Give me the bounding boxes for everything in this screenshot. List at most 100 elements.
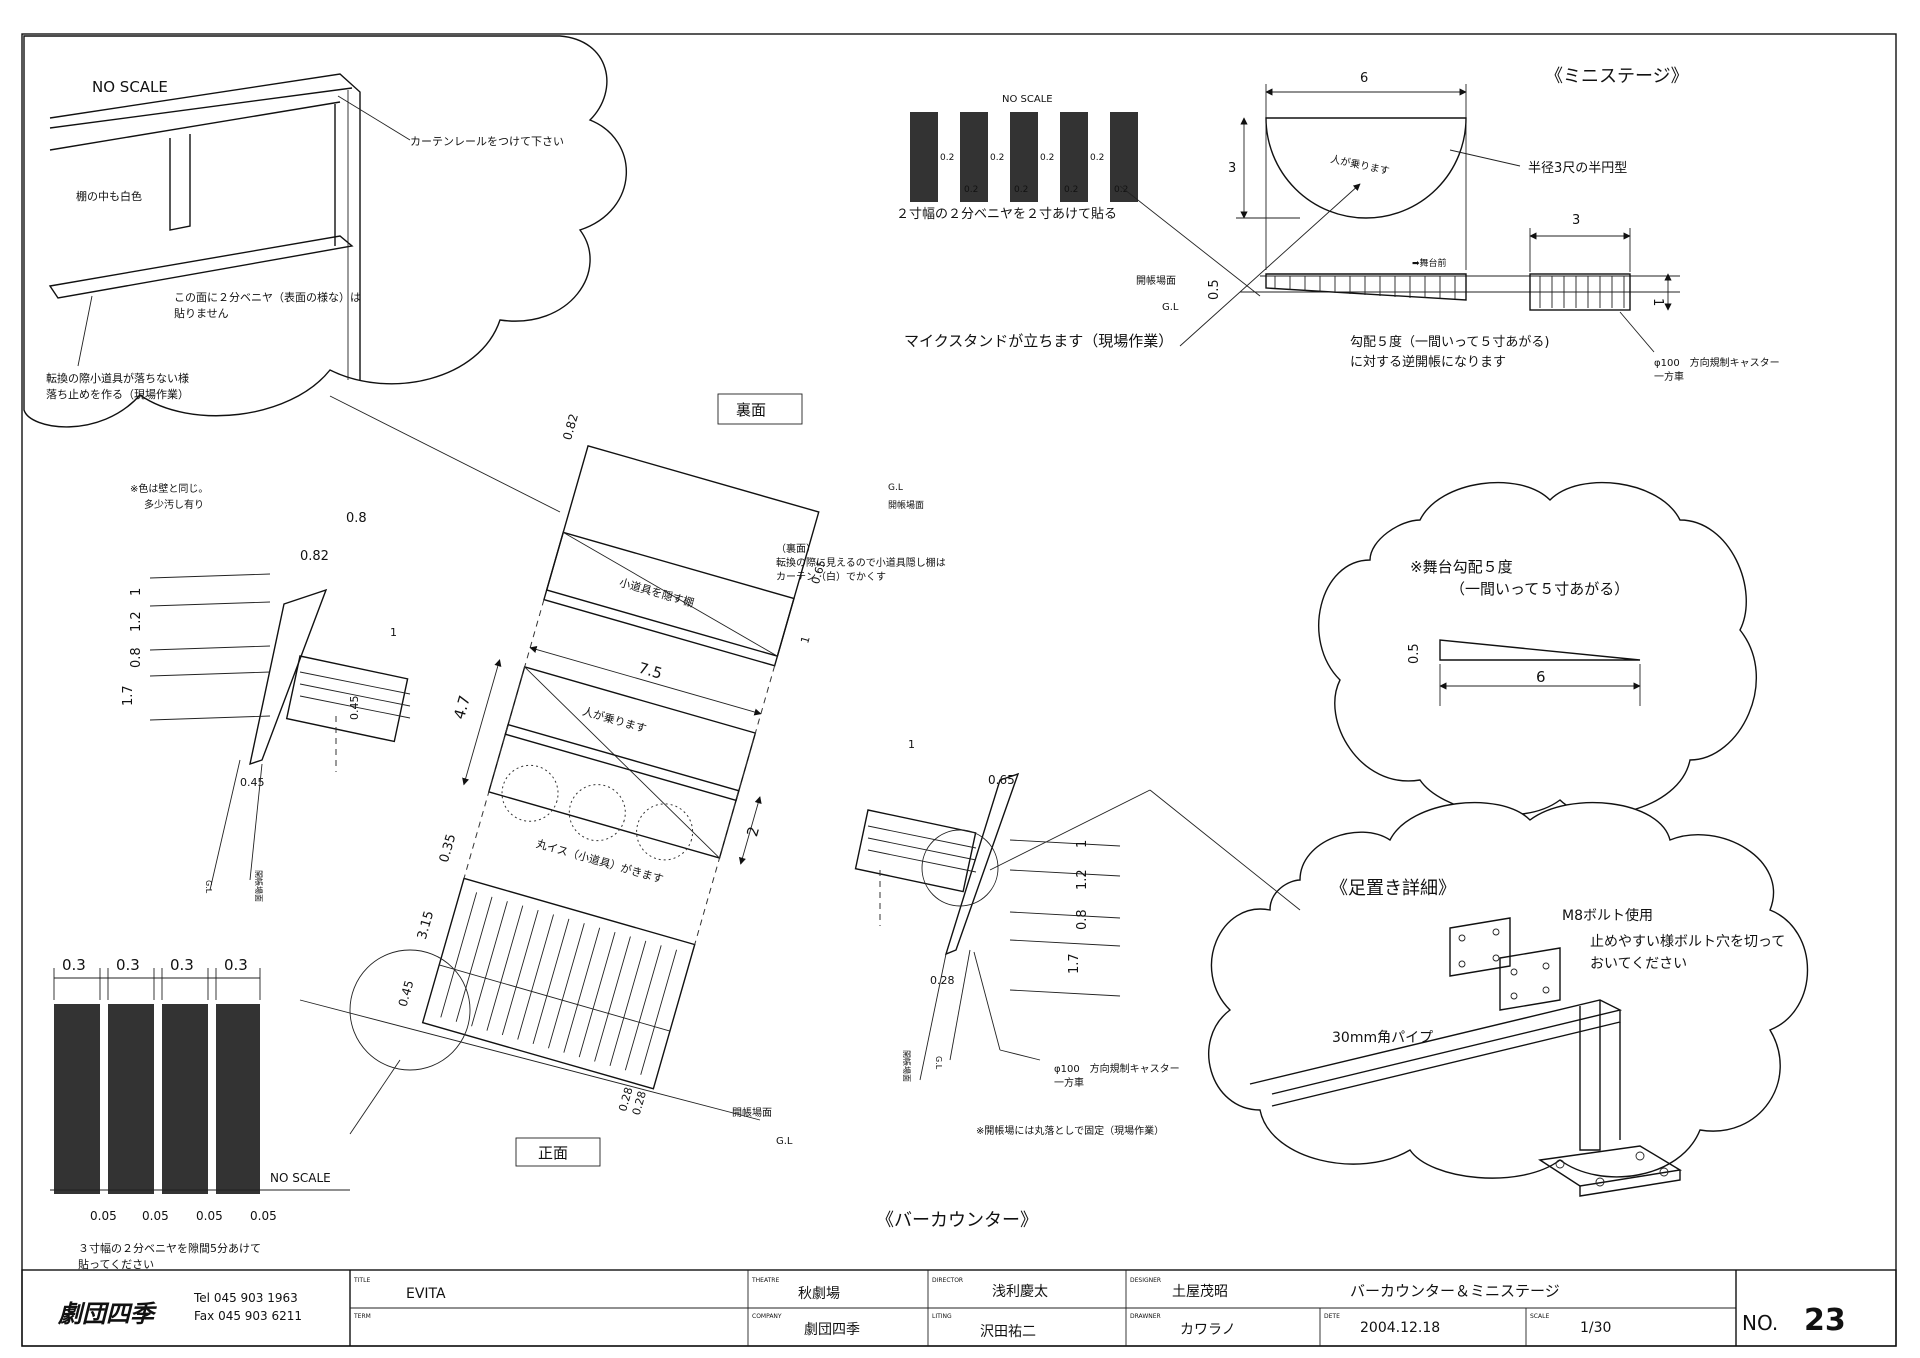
dim-height-3: 3: [1228, 161, 1236, 176]
curtain-note-3: カーテン（白）でかくす: [776, 570, 886, 583]
back-kaichoba: 開帳場面: [888, 499, 924, 511]
curtain-note-1: （裏面）: [776, 542, 816, 555]
title-block: 劇団四季 Tel 045 903 1963 Fax 045 903 6211 T…: [21, 1269, 1897, 1347]
slope-note-1: 勾配５度（一間いって５寸あがる): [1350, 334, 1549, 350]
hidden-shelf-label: 小道具を隠す棚: [618, 575, 696, 610]
r-dim-1-2: 1.2: [1075, 869, 1090, 890]
l-dim-1-2: 1.2: [129, 611, 144, 632]
l-dim-1-7: 1.7: [121, 685, 136, 706]
dim-1-back: 1: [798, 635, 812, 645]
l-kaichoba: 開帳場面: [254, 870, 264, 902]
dim-0-28-front: 0.28: [616, 1086, 635, 1113]
stripe: [108, 1004, 154, 1194]
color-note-1: ※色は壁と同じ。: [130, 482, 208, 495]
bar-counter-heading: 《バーカウンター》: [876, 1210, 1038, 1231]
back-face-label: 裏面: [736, 401, 766, 419]
shelf-detail-cloud: NO SCALE カーテンレールをつけて下さい 棚の中も白色 この面に２分ベニヤ…: [23, 35, 627, 428]
l-gl: G.L: [204, 880, 213, 894]
sheet-no-label: NO.: [1742, 1311, 1778, 1335]
veneer-stripes: [910, 112, 1138, 202]
back-label-box: [717, 393, 803, 425]
dim-7-5: 7.5: [636, 659, 664, 683]
veneer-note-2: 貼りません: [174, 306, 229, 320]
stripe: [54, 1004, 100, 1194]
stripe-width-1: 0.3: [62, 956, 86, 974]
gap-dim: 0.2: [1014, 185, 1028, 195]
gap-dim-1: 0.05: [90, 1209, 117, 1223]
l-dim-0-8: 0.8: [346, 511, 367, 526]
stripe-dim: 0.2: [990, 153, 1004, 163]
people-ride-label: 人が乗ります: [1329, 152, 1390, 177]
color-note-2: 多少汚し有り: [144, 498, 204, 511]
l-dim-1: 1: [129, 588, 144, 596]
stripe-panel: 0.3 0.3 0.3 0.3 NO SCALE 0.05 0.05 0.05 …: [50, 956, 350, 1271]
right-side-elevation: 1 0.65 1 1.2 0.8 1.7 0.28 開帳場面 G.L φ100 …: [854, 738, 1301, 1089]
designer-label: DESIGNER: [1130, 1277, 1161, 1284]
drawing-title: EVITA: [406, 1286, 446, 1302]
stripe-dim: 0.2: [1040, 153, 1054, 163]
slope-note-line2: （一間いって５寸あがる）: [1450, 580, 1629, 598]
gap-dim-2: 0.05: [142, 1209, 169, 1223]
dim-0-65-back: 0.65: [809, 558, 828, 585]
mic-stand-note: マイクスタンドが立ちます（現場作業）: [904, 332, 1173, 350]
mini-stage-heading: 《ミニステージ》: [1545, 66, 1689, 87]
scale-value: 1/30: [1580, 1320, 1611, 1336]
sheet-title: バーカウンター＆ミニステージ: [1350, 1282, 1560, 1300]
r-dim-1: 1: [1075, 840, 1090, 848]
lighting-label: LITING: [932, 1313, 952, 1320]
front-kaichoba: 開帳場面: [732, 1106, 772, 1119]
dim-width-6: 6: [1360, 71, 1368, 86]
semicircle-note: 半径3尺の半円型: [1528, 161, 1627, 176]
gl-label: G.L: [1162, 302, 1179, 313]
date-label: DETE: [1324, 1313, 1340, 1320]
l-dim-0-45: 0.45: [348, 696, 361, 721]
bolt-label: M8ボルト使用: [1562, 907, 1653, 924]
dim-2: 2: [743, 824, 763, 838]
slope-dim-width: 6: [1536, 668, 1546, 686]
stage-slope-cloud: ※舞台勾配５度 （一間いって５寸あがる） 6 0.5: [1318, 481, 1757, 816]
company-label: COMPANY: [752, 1313, 782, 1320]
stripe: [162, 1004, 208, 1194]
scale-label: SCALE: [1530, 1313, 1549, 1320]
stripe-width-4: 0.3: [224, 956, 248, 974]
dim-low: 0.5: [1207, 279, 1222, 300]
front-label-box: [515, 1137, 601, 1167]
r-dim-1-7: 1.7: [1067, 953, 1082, 974]
front-face-label: 正面: [538, 1144, 568, 1162]
director-label: DIRECTOR: [932, 1277, 963, 1284]
gap-dim: 0.2: [1114, 185, 1128, 195]
bar-counter-drawing: 裏面 小道具を隠す棚 人が乗ります 丸イス（小道具）がきます 7.5: [121, 393, 1301, 1231]
stopper-note-1: 転換の際小道具が落ちない様: [46, 371, 189, 385]
r-caster-2: 一方車: [1054, 1076, 1084, 1089]
r-caster-1: φ100 方向規制キャスター: [1054, 1062, 1180, 1075]
theatre-value: 秋劇場: [798, 1286, 840, 1302]
caster-note-1: φ100 方向規制キャスター: [1654, 356, 1780, 369]
rail-note: カーテンレールをつけて下さい: [410, 135, 564, 148]
slope-note-2: に対する逆開帳になります: [1350, 354, 1506, 370]
dim-0-28-b: 0.28: [630, 1090, 649, 1117]
r-gl: G.L: [934, 1056, 943, 1070]
company-value: 劇団四季: [804, 1322, 860, 1338]
pipe-label: 30mm角パイプ: [1332, 1030, 1433, 1046]
stripe-dim: 0.2: [940, 153, 954, 163]
date-value: 2004.12.18: [1360, 1320, 1440, 1336]
dim-0-35: 0.35: [437, 832, 459, 864]
stopper-note-2: 落ち止めを作る（現場作業）: [46, 388, 189, 401]
kaichoba-label: 開帳場面: [1136, 274, 1176, 287]
r-kaichoba: 開帳場面: [902, 1050, 912, 1082]
dim-4-7: 4.7: [450, 693, 474, 721]
gap-dim: 0.2: [964, 185, 978, 195]
theatre-label: THEATRE: [751, 1277, 779, 1284]
curtain-note-2: 転換の際に見えるので小道具隠し棚は: [776, 556, 946, 569]
dim-0-82-top: 0.82: [560, 412, 581, 442]
caster-note-2: 一方車: [1654, 370, 1684, 383]
bolt-note-2: おいてください: [1590, 956, 1687, 972]
designer-value: 土屋茂昭: [1172, 1283, 1228, 1300]
gap-dim-3: 0.05: [196, 1209, 223, 1223]
stripe-no-scale: NO SCALE: [270, 1171, 331, 1185]
gap-dim-4: 0.05: [250, 1209, 277, 1223]
stripe-note-1: ３寸幅の２分ベニヤを隙間5分あけて: [78, 1241, 261, 1255]
dim-side-width: 3: [1572, 213, 1580, 228]
r-dim-1-step: 1: [908, 738, 915, 751]
tel: Tel 045 903 1963: [193, 1291, 298, 1305]
